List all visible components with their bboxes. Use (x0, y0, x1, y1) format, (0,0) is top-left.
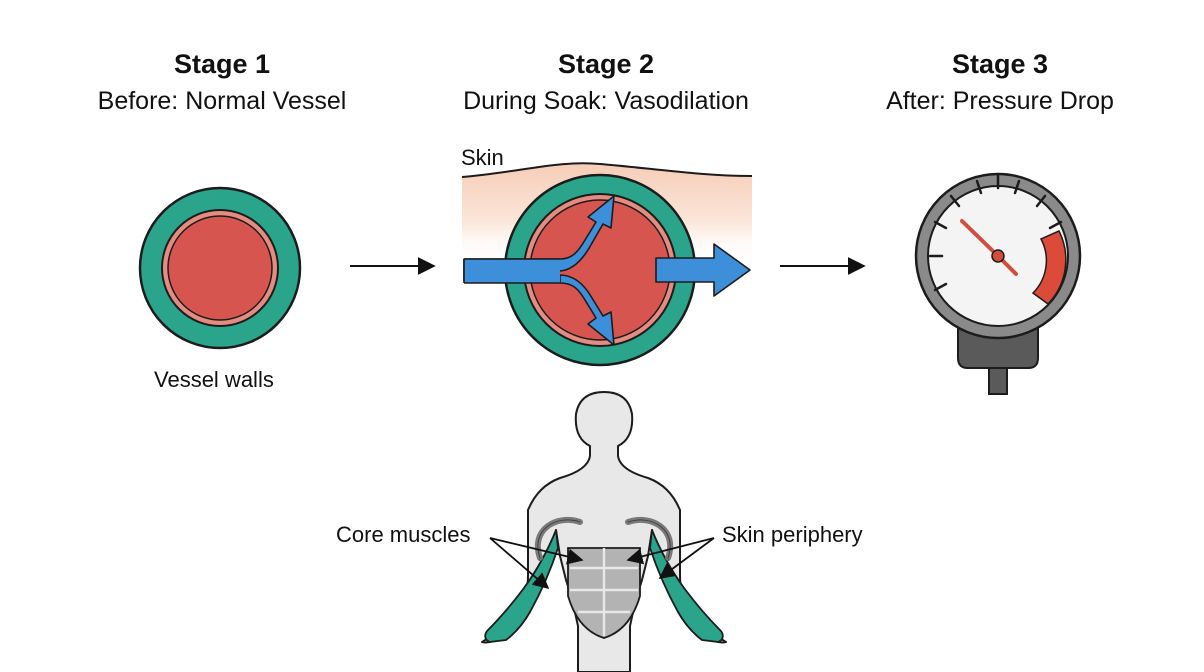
gauge-needle (960, 219, 1000, 258)
stage-2-subtitle: During Soak: Vasodilation (463, 87, 749, 115)
gauge-red-zone (1031, 230, 1067, 305)
stage-3-header: Stage 3 After: Pressure Drop (800, 46, 1200, 120)
stage-1-subtitle: Before: Normal Vessel (97, 87, 347, 115)
skin-periphery-label: Skin periphery (722, 522, 863, 547)
stage-1-header: Stage 1 Before: Normal Vessel (22, 46, 422, 120)
flow-arrow-down (559, 274, 615, 346)
stage-2-title: Stage 2 (557, 49, 655, 79)
body-figure (481, 391, 727, 672)
flow-arrow-right (655, 243, 751, 297)
stage-3-title: Stage 3 (951, 49, 1049, 79)
skin-periphery-pointer-1 (658, 537, 715, 579)
skin-periphery-pointer-2 (626, 537, 715, 565)
core-muscles-label: Core muscles (336, 522, 471, 547)
normal-vessel (138, 186, 302, 350)
gauge-pivot (991, 249, 1005, 263)
flow-arrow-stem (464, 259, 560, 283)
skin-surface-line (461, 162, 753, 178)
core-muscles-pointer-1 (489, 537, 550, 590)
right-arm-highlight (649, 529, 724, 643)
vessel-lumen (167, 215, 273, 321)
pressure-gauge (914, 172, 1082, 395)
gauge-ticks (928, 174, 1063, 292)
abdominal-segments (570, 548, 638, 636)
stage-1-title: Stage 1 (173, 49, 271, 79)
core-muscles-pointer-2 (489, 537, 584, 565)
stage-2-header: Stage 2 During Soak: Vasodilation (406, 46, 806, 120)
vessel-walls-label: Vessel walls (154, 367, 274, 392)
left-arm-highlight (484, 529, 559, 643)
skin-label: Skin (461, 145, 504, 170)
stage-3-subtitle: After: Pressure Drop (886, 87, 1114, 115)
dilated-vessel-group (461, 162, 753, 367)
